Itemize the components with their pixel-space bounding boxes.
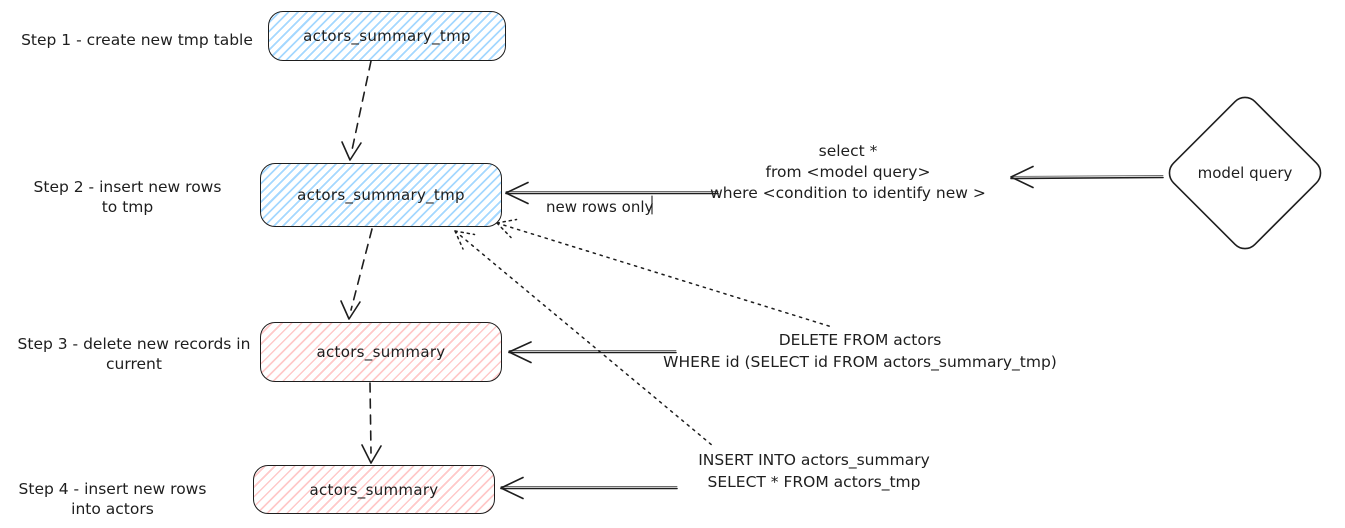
- insert-query-annotation: INSERT INTO actors_summary SELECT * FROM…: [698, 451, 930, 491]
- select-query-annotation: select * from <model query> where <condi…: [710, 142, 986, 202]
- step-1-label: Step 1 - create new tmp table: [21, 31, 253, 49]
- arrow-insert-query-to-step4: [500, 476, 678, 500]
- delete-query-annotation: DELETE FROM actors WHERE id (SELECT id F…: [663, 331, 1057, 371]
- step-2-label: Step 2 - insert new rows to tmp: [33, 178, 222, 216]
- step-3-label: Step 3 - delete new records in current: [17, 335, 251, 373]
- arrow-step2-to-step3: [340, 228, 373, 320]
- new-rows-only-label: new rows only: [546, 198, 654, 216]
- step-4-label: Step 4 - insert new rows into actors: [18, 480, 207, 518]
- step-2-table-name: actors_summary_tmp: [297, 186, 465, 204]
- arrow-step3-to-step4: [361, 382, 382, 464]
- step-4-table-name: actors_summary: [309, 480, 439, 499]
- arrow-model-query-to-select-query: [1010, 165, 1164, 189]
- step-2-table-node: actors_summary_tmp: [260, 163, 502, 227]
- step-3-table-name: actors_summary: [316, 343, 446, 361]
- arrow-step1-to-step2: [341, 60, 372, 161]
- step-1-table-node: actors_summary_tmp: [268, 11, 506, 61]
- step-3-table-node: actors_summary: [260, 322, 502, 382]
- step-4-table-node: actors_summary: [253, 465, 495, 514]
- arrow-delete-query-to-step3: [508, 341, 677, 364]
- model-query-label: model query: [1197, 164, 1293, 182]
- dotted-arrow-delete-query-to-step2: [496, 218, 833, 328]
- step-1-table-name: actors_summary_tmp: [303, 27, 471, 45]
